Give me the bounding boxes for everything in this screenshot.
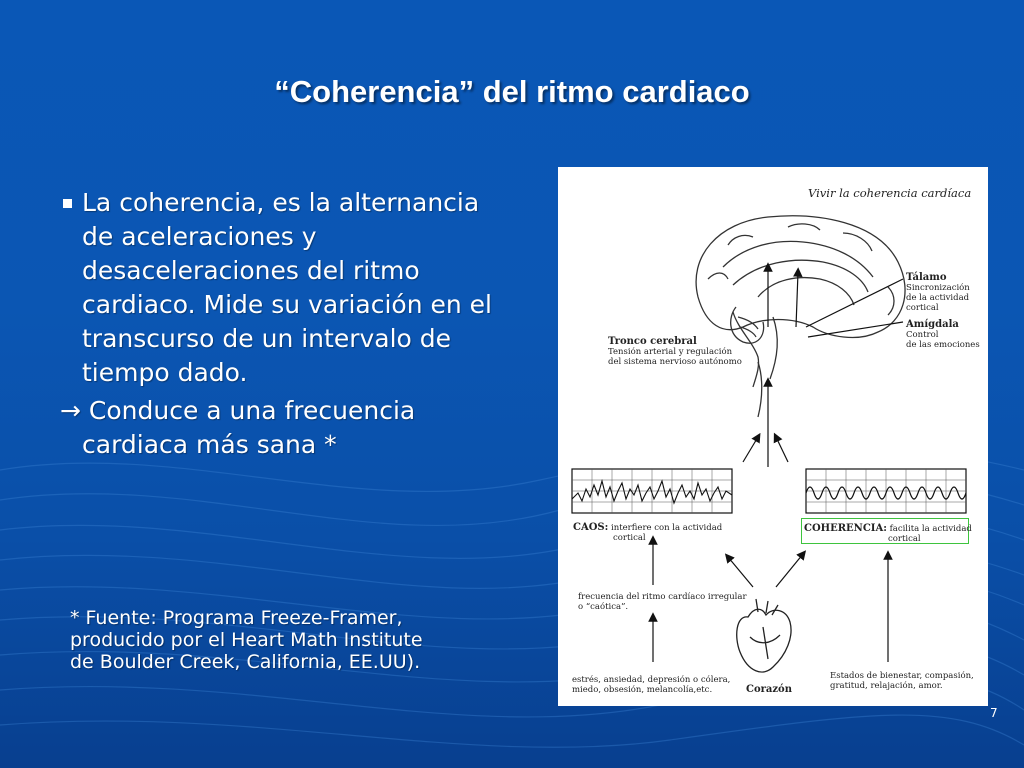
coherencia-highlight-box [801,518,969,544]
talamo-desc-1: Sincronización [906,283,970,293]
bienestar-line-1: Estados de bienestar, compasión, [830,671,974,681]
caos-annotation: CAOS: interfiere con la actividad cortic… [573,522,723,544]
talamo-desc-2: de la actividad [906,293,970,303]
tronco-desc-1: Tensión arterial y regulación [608,347,733,357]
amigdala-label: Amígdala [906,319,959,330]
frecuencia-annotation: frecuencia del ritmo cardíaco irregular … [578,592,747,612]
bullet-item-conduce: → Conduce a una frecuencia cardiaca más … [60,394,510,462]
coherencia-label: COHERENCIA: [804,523,887,534]
heart-illustration [736,598,792,673]
page-number: 7 [990,706,998,720]
footnote-line-3: de Boulder Creek, California, EE.UU). [70,651,421,673]
amigdala-desc-1: Control [906,330,939,340]
heart-coherence-figure: Vivir la coherencia cardíaca Tálamo Sinc… [558,167,988,706]
footnote: * Fuente: Programa Freeze-Framer, produc… [70,607,520,673]
right-arrow-icon: → [60,396,81,425]
bienestar-line-2: gratitud, relajación, amor. [830,681,943,691]
estres-annotation: estrés, ansiedad, depresión o cólera, mi… [572,675,730,695]
estres-line-1: estrés, ansiedad, depresión o cólera, [572,675,731,685]
square-bullet-icon [63,199,72,208]
tronco-label: Tronco cerebral [608,336,697,347]
bullet-arrow-text: Conduce a una frecuencia cardiaca más sa… [80,396,416,459]
coherencia-desc-1: facilita la actividad [889,524,972,534]
figure-title: Vivir la coherencia cardíaca [808,186,972,200]
footnote-line-2: producido por el Heart Math Institute [70,629,423,651]
coherencia-annotation: COHERENCIA: facilita la actividad cortic… [804,523,972,545]
talamo-desc-3: cortical [906,303,939,313]
amigdala-desc-2: de las emociones [906,340,980,350]
caos-desc-1: interfiere con la actividad [611,523,723,533]
footnote-line-1: * Fuente: Programa Freeze-Framer, [70,607,403,629]
frecuencia-line-2: o “caótica”. [578,602,629,612]
figure-drawing [571,215,967,673]
tronco-desc-2: del sistema nervioso autónomo [608,357,742,367]
amigdala-annotation: Amígdala Control de las emociones [906,319,980,351]
coherencia-desc-2: cortical [888,534,921,544]
bienestar-annotation: Estados de bienestar, compasión, gratitu… [830,671,974,691]
corazon-label: Corazón [746,684,792,695]
caos-label: CAOS: [573,522,609,533]
tronco-annotation: Tronco cerebral Tensión arterial y regul… [608,336,742,368]
coherence-chart [805,468,967,514]
talamo-label: Tálamo [906,272,947,283]
estres-line-2: miedo, obsesión, melancolía,etc. [572,685,713,695]
frecuencia-line-1: frecuencia del ritmo cardíaco irregular [578,592,747,602]
chaos-chart [571,468,733,514]
bullet-item-coherencia: La coherencia, es la alternancia de acel… [60,186,510,390]
talamo-annotation: Tálamo Sincronización de la actividad co… [906,272,970,314]
caos-desc-2: cortical [613,533,646,543]
bullet-list: La coherencia, es la alternancia de acel… [60,186,510,462]
slide-title: “Coherencia” del ritmo cardiaco [274,74,750,109]
brain-illustration [695,215,906,418]
bullet-text: La coherencia, es la alternancia de acel… [82,188,492,387]
